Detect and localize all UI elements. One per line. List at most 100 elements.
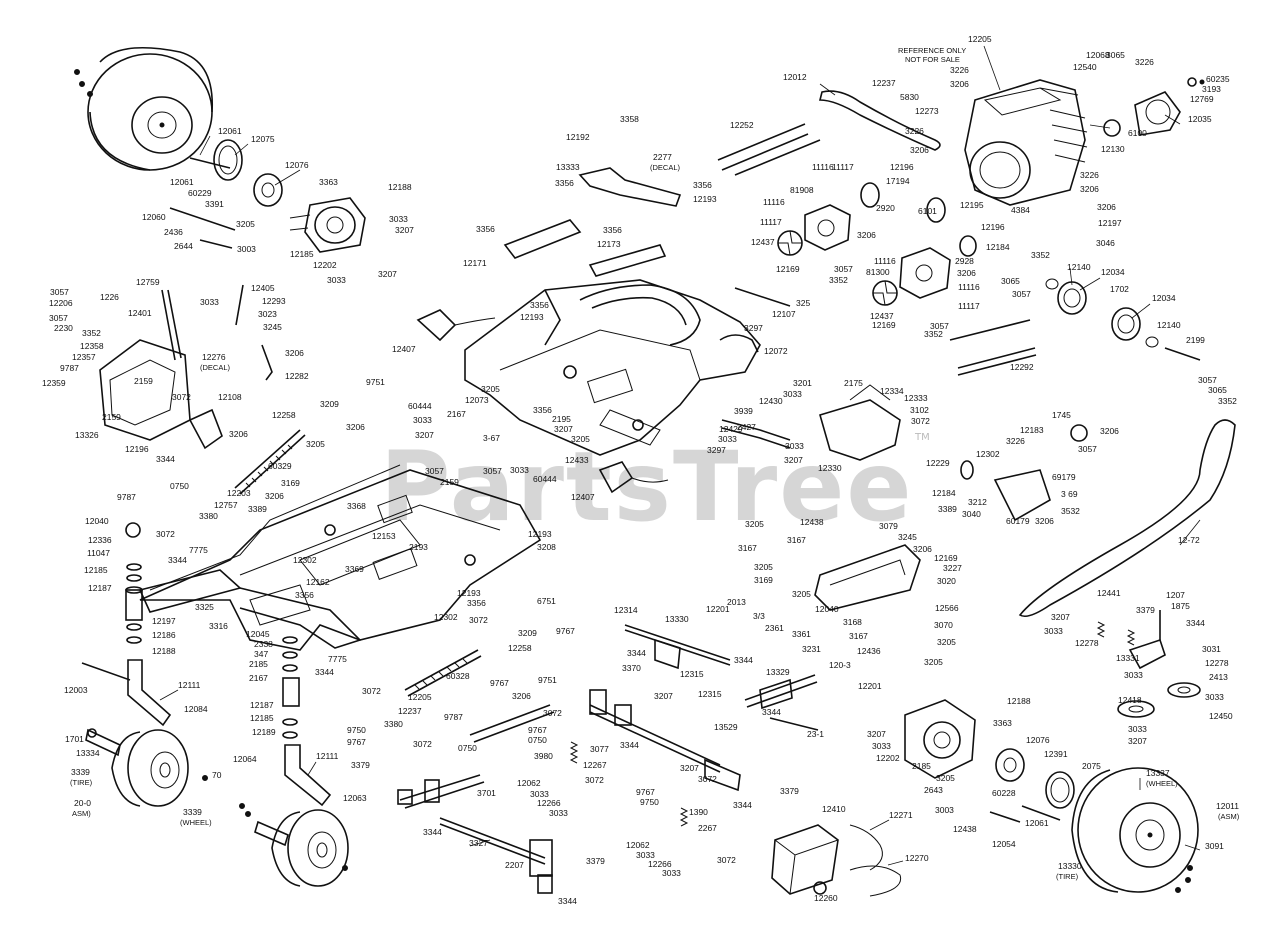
part-number-callout: 11117 [832,162,854,172]
part-number-callout: 12266 [537,798,561,808]
part-number-callout: 3070 [934,620,953,630]
tie-rod-60328 [404,649,482,697]
note-decal-12276: (DECAL) [200,363,231,372]
part-number-callout: 12084 [184,704,208,714]
part-number-callout: 3033 [1044,626,1063,636]
part-number-callout: 3057 [1078,444,1097,454]
part-number-callout: 12169 [872,320,896,330]
part-number-callout: 12314 [614,605,638,615]
washer [282,731,298,739]
part-number-callout: 6101 [918,206,937,216]
cooling-fan-right [872,280,898,306]
part-number-callout: 3356 [603,225,622,235]
part-number-callout: 12195 [960,200,984,210]
part-number-callout: 9787 [444,712,463,722]
part-number-callout: 9767 [556,626,575,636]
part-number-callout: 3079 [879,521,898,531]
part-number-callout: 12276 [202,352,226,362]
mounting-plate-12040 [814,544,921,611]
part-number-callout: 3356 [533,405,552,415]
transaxle-hub-left [289,197,366,253]
part-number-callout: 3033 [200,297,219,307]
part-number-callout: 12188 [152,646,176,656]
part-number-callout: 12540 [1073,62,1097,72]
part-number-callout: 12405 [251,283,275,293]
part-number-callout: 3/3 [753,611,765,621]
part-number-callout: 7775 [189,545,208,555]
pulley-12418 [1117,682,1201,718]
part-number-callout: 3344 [620,740,639,750]
part-number-callout: 12197 [1098,218,1122,228]
part-number-callout: 3361 [792,629,811,639]
part-number-callout: 12140 [1067,262,1091,272]
part-number-callout: 2185 [912,761,931,771]
part-number-callout: 3033 [662,868,681,878]
part-number-callout: 2199 [1186,335,1205,345]
part-number-callout: 12336 [88,535,112,545]
part-number-callout: 12111 [178,680,201,690]
part-number-callout: 3344 [1186,618,1205,628]
part-number-callout: 3065 [1106,50,1125,60]
part-number-callout: 12162 [306,577,330,587]
part-number-callout: 3344 [627,648,646,658]
part-number-callout: 3207 [378,269,397,279]
part-number-callout: 9751 [366,377,385,387]
part-number-callout: 3207 [680,763,699,773]
part-number-callout: 12111 [316,751,339,761]
part-number-callout: 2167 [249,673,268,683]
part-number-callout: 3102 [910,405,929,415]
part-number-callout: 12189 [252,727,276,737]
part-number-callout: 60444 [408,401,432,411]
part-number-callout: 12076 [1026,735,1050,745]
part-number-callout: 12196 [890,162,914,172]
part-number-callout: 3205 [236,219,255,229]
part-number-callout: 3209 [518,628,537,638]
part-number-callout: 3344 [762,707,781,717]
part-number-callout: 12359 [42,378,66,388]
part-number-callout: 3205 [306,439,325,449]
part-number-callout: 2920 [876,203,895,213]
part-number-callout: 12062 [626,840,650,850]
part-number-callout: 3206 [1080,184,1099,194]
part-number-callout: 3033 [530,789,549,799]
shift-lever [161,289,182,361]
part-number-callout: 2928 [955,256,974,266]
pivot-bracket-12108 [188,408,223,450]
part-number-callout: 3231 [802,644,821,654]
part-number-callout: 60235 [1206,74,1230,84]
part-number-callout: 3033 [1128,724,1147,734]
part-number-callout: 12202 [876,753,900,763]
part-number-callout: 3169 [281,478,300,488]
part-number-callout: 12034 [1152,293,1176,303]
main-frame-top [464,279,761,456]
part-number-callout: 3316 [209,621,228,631]
leader-lines [159,45,1201,866]
part-number-callout: 3207 [867,729,886,739]
part-number-callout: 12315 [698,689,722,699]
part-number-callout: 3065 [1208,385,1227,395]
bracket-12330 [819,384,901,461]
part-number-callout: 9750 [347,725,366,735]
part-number-callout: 12429 [719,424,743,434]
part-number-callout: 2075 [1082,761,1101,771]
part-number-callout: 3380 [199,511,218,521]
part-number-callout: 9767 [528,725,547,735]
part-number-callout: 12072 [764,346,788,356]
part-number-callout: 60329 [268,461,292,471]
part-number-callout: 3297 [744,323,763,333]
part-number-callout: 12188 [388,182,412,192]
part-number-callout: 3380 [384,719,403,729]
part-number-callout: 12278 [1075,638,1099,648]
part-number-callout: 3206 [229,429,248,439]
transaxle-hub-right [904,699,976,779]
part-number-callout: 3040 [962,509,981,519]
part-number-callout: 3356 [467,598,486,608]
part-number-callout: 3344 [315,667,334,677]
part-number-callout: 3344 [423,827,442,837]
part-number-callout: 12260 [814,893,838,903]
part-number-callout: 12193 [520,312,544,322]
part-number-callout: 12441 [1097,588,1121,598]
part-number-callout: 12068 [1086,50,1110,60]
watermark-tm: TM [914,432,930,443]
